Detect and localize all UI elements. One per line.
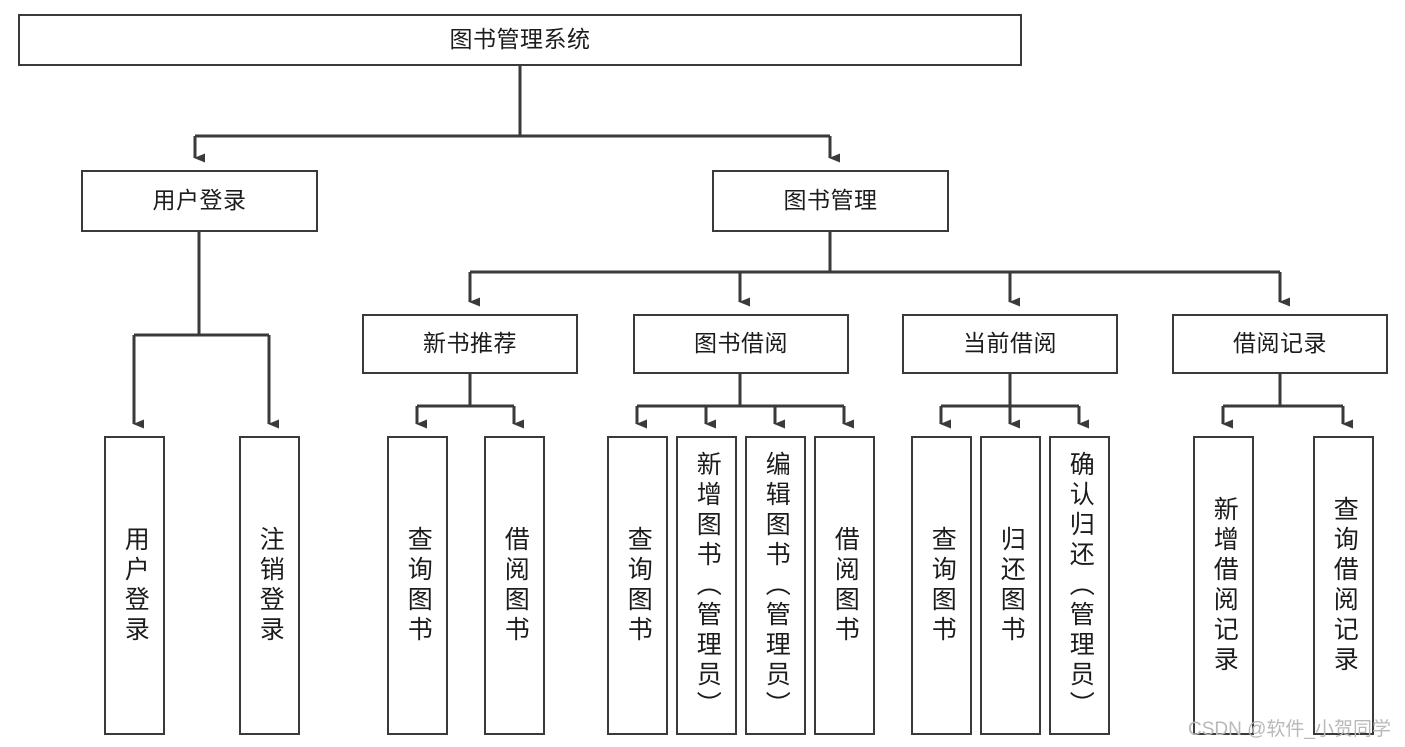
node-book-borrow-label: 图书借阅 bbox=[694, 330, 788, 357]
leaf-query-record[interactable]: 查询借阅记录 bbox=[1313, 436, 1374, 735]
node-user-login-label: 用户登录 bbox=[152, 187, 247, 214]
leaf-query-book-2[interactable]: 查询图书 bbox=[607, 436, 668, 735]
node-user-login[interactable]: 用户登录 bbox=[81, 170, 318, 232]
node-new-book-recommend[interactable]: 新书推荐 bbox=[362, 314, 578, 374]
watermark: CSDN @软件_小贺同学 bbox=[1188, 719, 1391, 740]
leaf-user-login-label: 用户登录 bbox=[121, 525, 150, 646]
leaf-add-record-label: 新增借阅记录 bbox=[1210, 495, 1239, 676]
leaf-borrow-book-2-label: 借阅图书 bbox=[831, 525, 860, 646]
node-book-manage-label: 图书管理 bbox=[783, 187, 878, 214]
leaf-borrow-book-1[interactable]: 借阅图书 bbox=[484, 436, 545, 735]
leaf-return-book[interactable]: 归还图书 bbox=[980, 436, 1041, 735]
leaf-query-book-3-label: 查询图书 bbox=[928, 525, 957, 646]
leaf-add-record[interactable]: 新增借阅记录 bbox=[1193, 436, 1254, 735]
node-new-book-recommend-label: 新书推荐 bbox=[423, 330, 517, 357]
leaf-query-record-label: 查询借阅记录 bbox=[1330, 495, 1359, 676]
leaf-logout-label: 注销登录 bbox=[256, 525, 285, 646]
leaf-add-book[interactable]: 新增图书（管理员） bbox=[676, 436, 737, 735]
leaf-query-book-2-label: 查询图书 bbox=[624, 525, 653, 646]
leaf-add-book-label: 新增图书（管理员） bbox=[693, 450, 722, 721]
node-borrow-record-label: 借阅记录 bbox=[1233, 330, 1327, 357]
leaf-user-login[interactable]: 用户登录 bbox=[104, 436, 165, 735]
leaf-query-book-3[interactable]: 查询图书 bbox=[911, 436, 972, 735]
leaf-borrow-book-1-label: 借阅图书 bbox=[501, 525, 530, 646]
leaf-return-book-label: 归还图书 bbox=[997, 525, 1026, 646]
node-current-borrow[interactable]: 当前借阅 bbox=[902, 314, 1118, 374]
node-book-borrow[interactable]: 图书借阅 bbox=[633, 314, 849, 374]
leaf-confirm-return[interactable]: 确认归还（管理员） bbox=[1049, 436, 1110, 735]
leaf-confirm-return-label: 确认归还（管理员） bbox=[1066, 450, 1095, 721]
leaf-edit-book-label: 编辑图书（管理员） bbox=[762, 450, 791, 721]
node-root-label: 图书管理系统 bbox=[449, 26, 591, 53]
leaf-borrow-book-2[interactable]: 借阅图书 bbox=[814, 436, 875, 735]
leaf-logout[interactable]: 注销登录 bbox=[239, 436, 300, 735]
leaf-query-book-1[interactable]: 查询图书 bbox=[387, 436, 448, 735]
node-current-borrow-label: 当前借阅 bbox=[963, 330, 1057, 357]
leaf-query-book-1-label: 查询图书 bbox=[404, 525, 433, 646]
node-root[interactable]: 图书管理系统 bbox=[18, 14, 1022, 66]
node-book-manage[interactable]: 图书管理 bbox=[712, 170, 949, 232]
leaf-edit-book[interactable]: 编辑图书（管理员） bbox=[745, 436, 806, 735]
node-borrow-record[interactable]: 借阅记录 bbox=[1172, 314, 1388, 374]
